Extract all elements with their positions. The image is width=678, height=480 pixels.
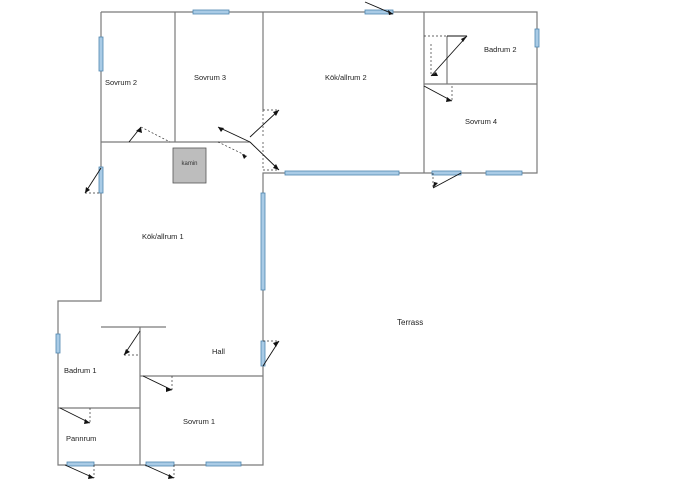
- door-swing: [84, 167, 102, 194]
- window: [284, 170, 400, 176]
- door-swing: [142, 375, 173, 392]
- window: [260, 192, 266, 291]
- door-markers: [59, 1, 468, 479]
- window: [364, 9, 394, 15]
- door-swing: [424, 35, 468, 77]
- room-label-hall: Hall: [212, 347, 225, 356]
- window: [192, 9, 230, 15]
- door-swing: [423, 85, 453, 102]
- window: [145, 461, 175, 467]
- room-label-kok2: Kök/allrum 2: [325, 73, 367, 82]
- room-label-sovrum1: Sovrum 1: [183, 417, 215, 426]
- door-swing-double: [249, 109, 280, 171]
- door-swing: [262, 340, 280, 367]
- room-label-sovrum2: Sovrum 2: [105, 78, 137, 87]
- door-swing: [217, 126, 251, 159]
- window: [485, 170, 523, 176]
- room-label-kok1: Kök/allrum 1: [142, 232, 184, 241]
- window: [98, 166, 104, 194]
- walls: [57, 11, 538, 466]
- fireplace-label: kamin: [181, 161, 197, 167]
- room-label-sovrum4: Sovrum 4: [465, 117, 497, 126]
- door-swing: [123, 330, 141, 356]
- window: [98, 36, 104, 72]
- door-swing: [432, 172, 462, 189]
- door-swing: [128, 126, 171, 143]
- fireplace: kamin: [172, 147, 207, 184]
- room-label-badrum1: Badrum 1: [64, 366, 97, 375]
- outer-wall: [57, 11, 538, 466]
- door-swing: [364, 1, 394, 15]
- room-label-pannrum: Pannrum: [66, 434, 96, 443]
- window: [55, 333, 61, 354]
- window: [431, 170, 462, 176]
- door-swing: [144, 464, 175, 479]
- room-label-terrass: Terrass: [397, 318, 423, 327]
- window: [260, 340, 266, 367]
- door-swing: [59, 407, 91, 424]
- window: [66, 461, 95, 467]
- room-labels: Sovrum 2 Sovrum 3 Kök/allrum 2 Badrum 2 …: [64, 45, 517, 443]
- room-label-sovrum3: Sovrum 3: [194, 73, 226, 82]
- window: [534, 28, 540, 48]
- door-swing: [64, 464, 95, 479]
- windows: [55, 9, 540, 467]
- window: [205, 461, 242, 467]
- room-label-badrum2: Badrum 2: [484, 45, 517, 54]
